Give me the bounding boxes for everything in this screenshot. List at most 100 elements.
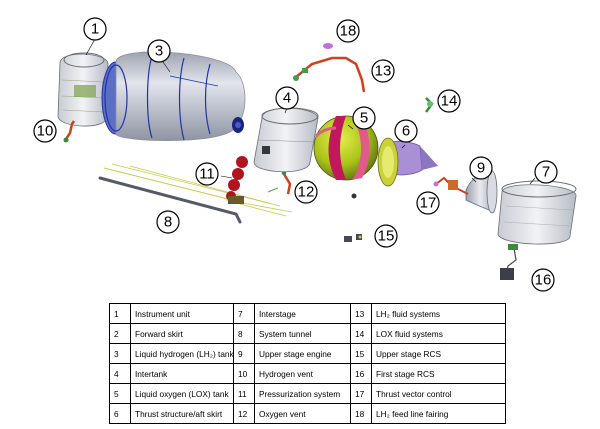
legend-label: Interstage [254,303,351,324]
legend-number: 4 [109,363,131,384]
callout-4: 4 [275,86,299,110]
svg-text:14: 14 [441,93,458,110]
legend-number: 16 [350,363,372,384]
legend-label: Intertank [130,363,234,384]
legend-label: Forward skirt [130,323,234,344]
legend-number: 8 [233,323,255,344]
leader-3 [162,61,171,73]
interstage [497,180,577,245]
leader-9 [471,177,477,183]
callout-9: 9 [469,156,493,180]
legend-label: System tunnel [254,323,351,344]
svg-text:3: 3 [155,43,163,60]
lh2-fluid-systems [293,56,366,93]
hydrogen-vent [63,120,76,143]
oxygen-vent [267,170,292,195]
legend-label: Oxygen vent [254,403,351,424]
svg-text:10: 10 [37,123,54,140]
legend-number: 14 [350,323,372,344]
callout-15: 15 [374,224,398,248]
legend-label: LH₂ fluid systems [371,303,506,324]
callout-6: 6 [394,119,418,143]
legend-number: 9 [233,343,255,364]
legend-label: Thrust structure/aft skirt [130,403,234,424]
lh2-tank [101,51,246,141]
callout-16: 16 [531,268,555,292]
leader-5 [347,124,354,130]
svg-text:4: 4 [283,90,291,107]
svg-text:13: 13 [375,63,392,80]
callout-17: 17 [416,191,440,215]
callout-12: 12 [294,180,318,204]
legend-number: 18 [350,403,372,424]
callout-5: 5 [352,106,376,130]
exploded-stage-diagram: 1 3 4 5 6 7 8 9 10 11 12 13 14 15 16 17 … [33,17,577,292]
lh2-feed-line-fairing [323,43,333,49]
upper-stage-engine [448,170,498,214]
svg-text:17: 17 [420,195,437,212]
legend-label: Thrust vector control [371,383,506,404]
svg-text:18: 18 [340,23,357,40]
lox-tank [313,115,379,199]
legend-number: 3 [109,343,131,364]
leader-6 [401,144,406,149]
leader-11 [220,175,233,179]
callout-11: 11 [195,162,219,186]
callout-10: 10 [33,119,57,143]
lox-fluid-systems [425,97,434,113]
legend-number: 11 [233,383,255,404]
svg-text:12: 12 [298,184,315,201]
upper-stage-rcs [344,234,362,242]
legend-label: Liquid oxygen (LOX) tank [130,383,234,404]
svg-text:6: 6 [402,123,410,140]
legend-label: Instrument unit [130,303,234,324]
legend-number: 15 [350,343,372,364]
callout-1: 1 [83,17,107,41]
legend-label: Pressurization system [254,383,351,404]
legend-number: 17 [350,383,372,404]
svg-text:9: 9 [477,160,485,177]
legend-label: LH₂ feed line fairing [371,403,506,424]
leader-7 [529,177,536,185]
first-stage-rcs [500,244,518,280]
svg-text:15: 15 [378,228,395,245]
svg-text:11: 11 [199,166,215,183]
svg-text:8: 8 [164,214,172,231]
leader-1 [85,38,96,56]
callout-18: 18 [336,19,360,43]
legend-label: LOX fluid systems [371,323,506,344]
callout-7: 7 [534,160,558,184]
legend-label: Hydrogen vent [254,363,351,384]
legend-label: Upper stage engine [254,343,351,364]
legend-label: First stage RCS [371,363,506,384]
instrument-unit [57,52,109,127]
svg-text:16: 16 [535,272,552,289]
intertank [253,107,319,173]
legend-number: 1 [109,303,131,324]
system-tunnel [98,163,293,224]
svg-text:7: 7 [542,164,550,181]
legend-number: 10 [233,363,255,384]
legend-number: 13 [350,303,372,324]
svg-text:1: 1 [91,21,99,38]
thrust-structure [377,137,438,187]
legend-number: 7 [233,303,255,324]
svg-text:5: 5 [360,110,368,127]
callout-14: 14 [437,89,461,113]
pressurization-bottles [226,156,248,204]
legend-number: 12 [233,403,255,424]
legend-number: 6 [109,403,131,424]
legend-number: 2 [109,323,131,344]
callout-13: 13 [371,59,395,83]
legend-label: Liquid hydrogen (LH₂) tank [130,343,234,364]
callout-8: 8 [156,210,180,234]
callouts: 1 3 4 5 6 7 8 9 10 11 12 13 14 15 16 17 … [33,17,558,292]
